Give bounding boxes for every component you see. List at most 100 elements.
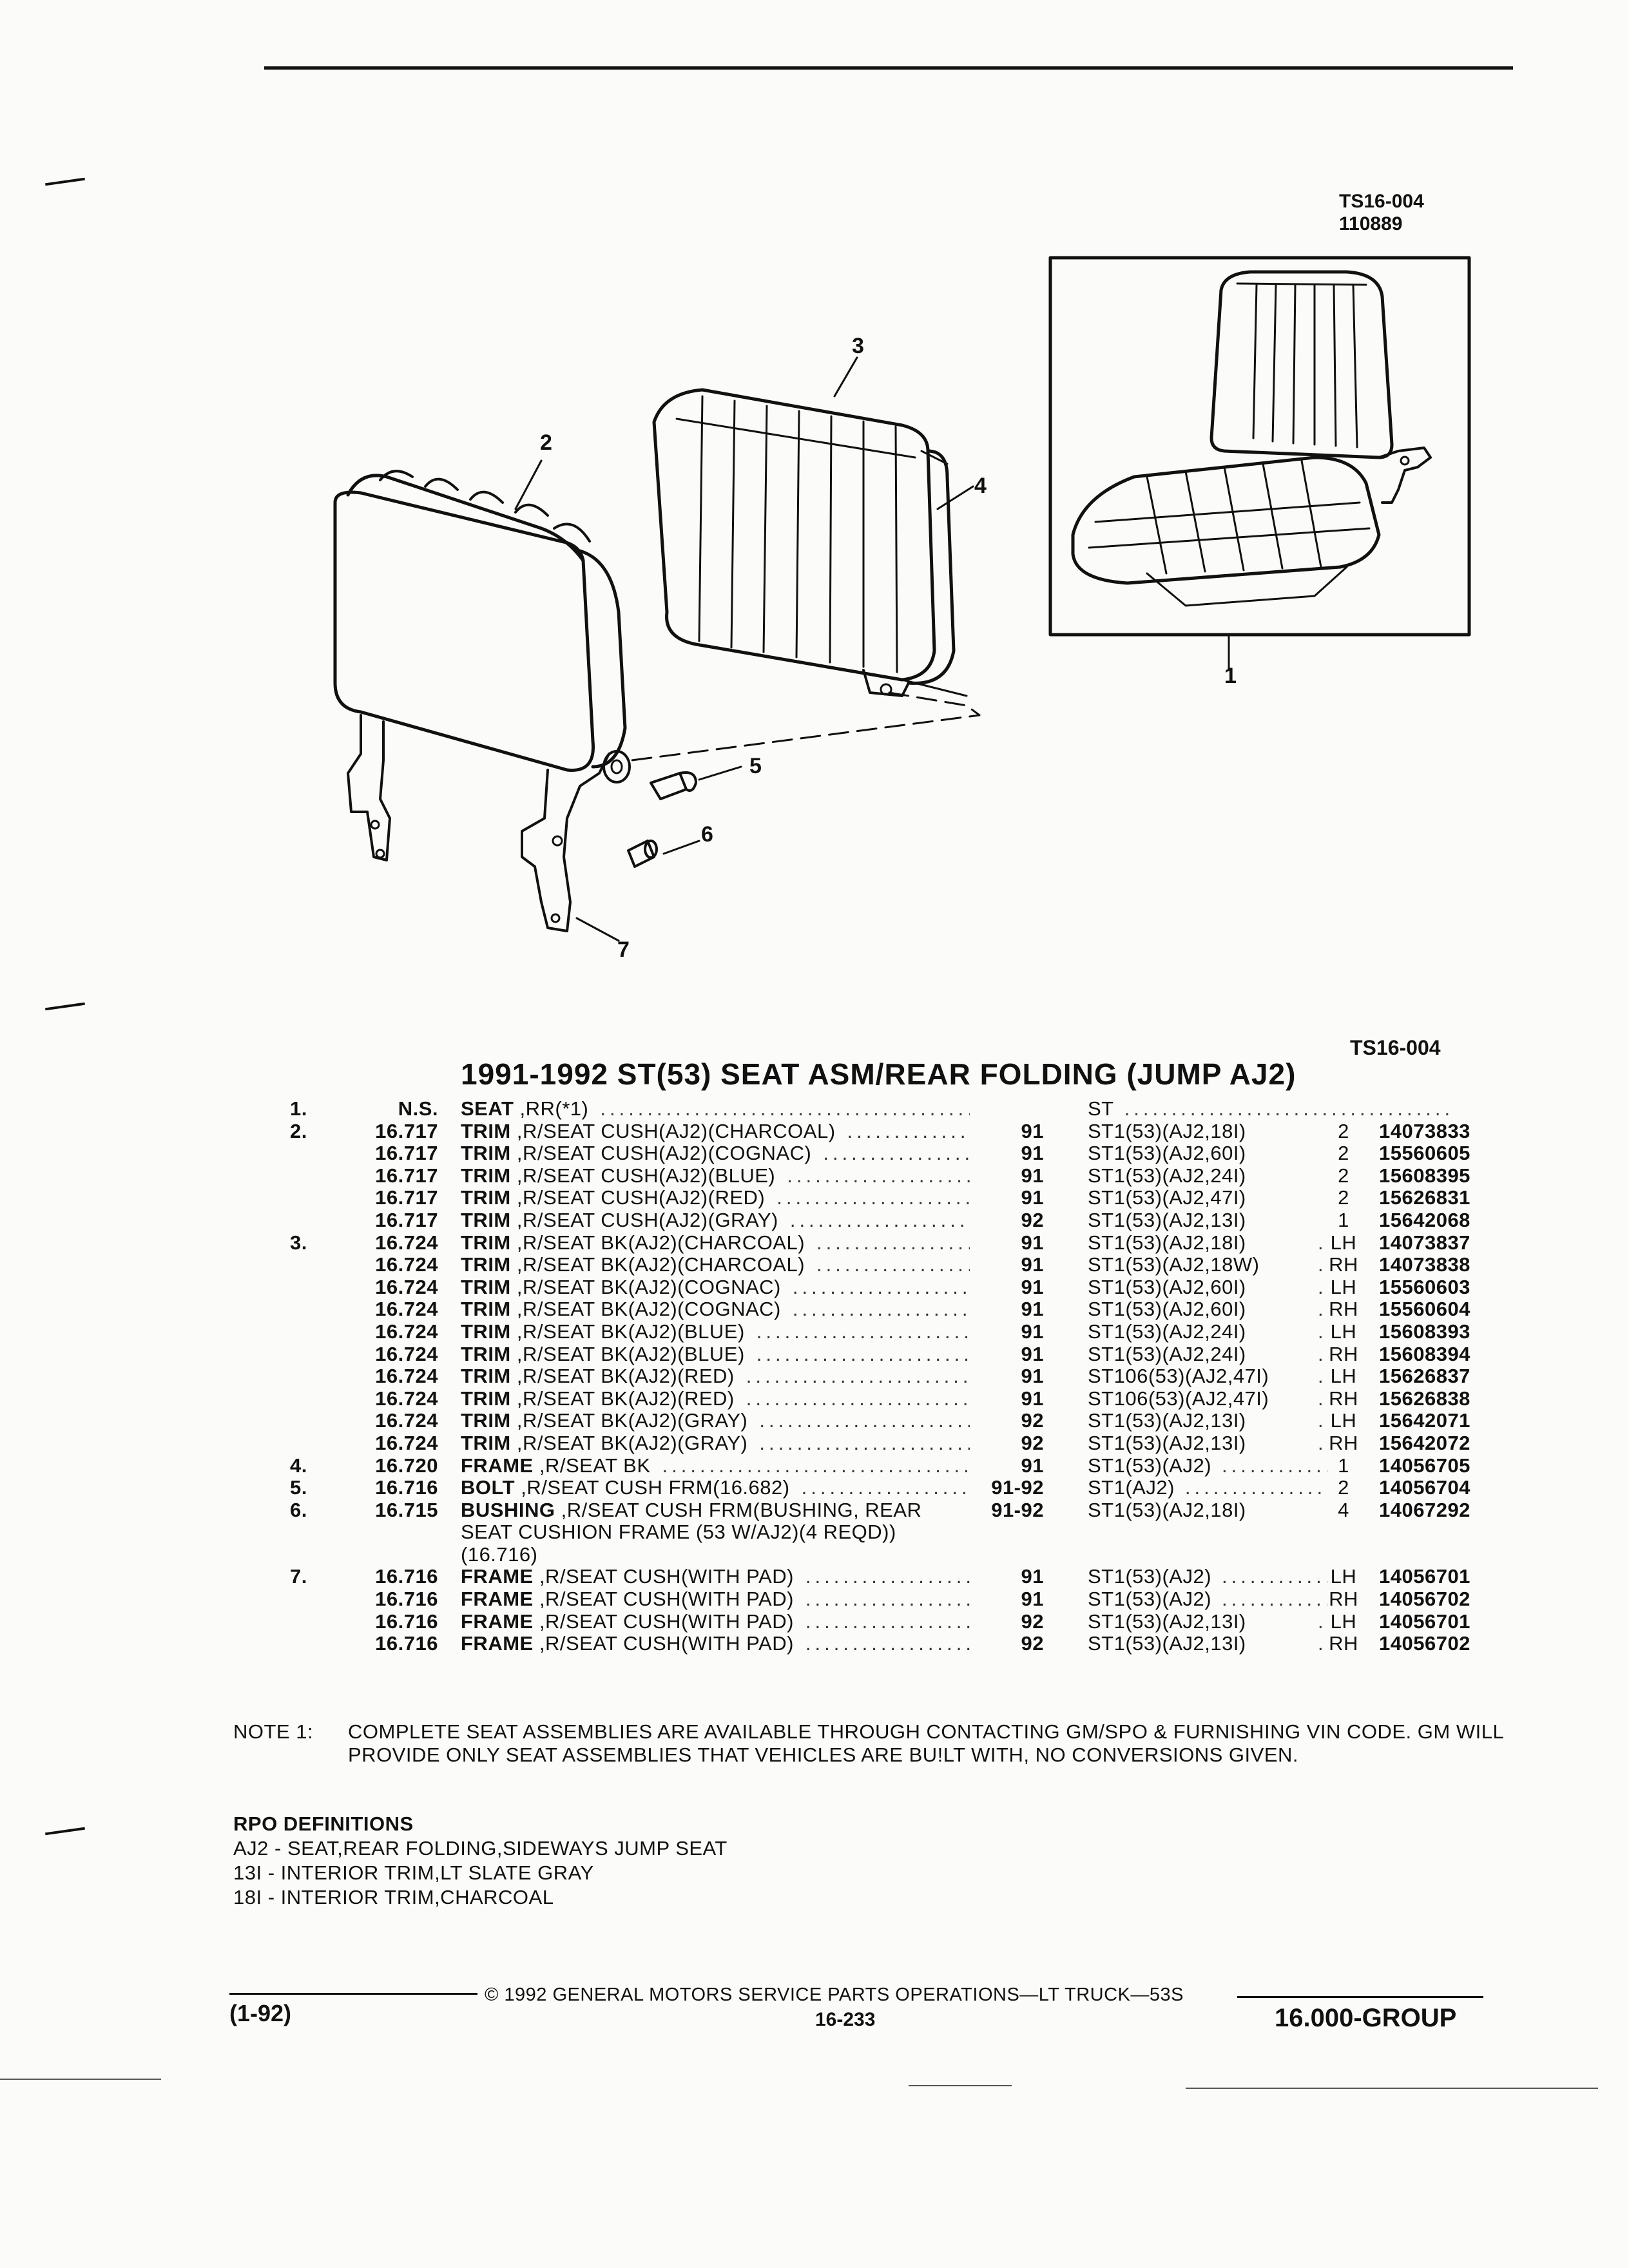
part-desc-text: ,R/SEAT BK(AJ2)(COGNAC) bbox=[516, 1298, 781, 1321]
leader-dots: ........................................… bbox=[756, 1343, 970, 1365]
model-code: ST1(53)(AJ2) bbox=[1088, 1454, 1212, 1477]
part-number: 15642071 bbox=[1379, 1409, 1470, 1432]
leader-dots: ........................................… bbox=[1184, 1477, 1327, 1499]
model-year: 91 bbox=[1021, 1387, 1044, 1410]
part-desc-text: ,RR(*1) bbox=[519, 1097, 589, 1120]
model-code: ST1(53)(AJ2,60I) bbox=[1088, 1298, 1246, 1321]
part-desc-text: ,R/SEAT CUSH(WITH PAD) bbox=[539, 1610, 794, 1633]
seat-back-left bbox=[309, 245, 503, 451]
item-number: 4. bbox=[290, 1454, 307, 1477]
quantity: LH bbox=[1330, 1610, 1357, 1633]
model-code: ST1(53)(AJ2,60I) bbox=[1088, 1275, 1246, 1298]
model-code: ST1(53)(AJ2) bbox=[1088, 1565, 1212, 1588]
parts-row: 3. 16.724 TRIM ,R/SEAT BK(AJ2)(CHARCOAL) 91… bbox=[290, 1231, 1501, 1254]
seat-illustration bbox=[309, 245, 1471, 942]
part-name: BOLT bbox=[461, 1476, 516, 1499]
footer-group: 16.000-GROUP bbox=[1275, 2004, 1457, 2032]
model-code: ST106(53)(AJ2,47I) bbox=[1088, 1387, 1269, 1410]
group-number: 16.717 bbox=[375, 1164, 438, 1187]
part-description: TRIM ,R/SEAT BK(AJ2)(BLUE) bbox=[461, 1320, 745, 1343]
model-year: 91 bbox=[1021, 1119, 1044, 1142]
part-name: TRIM bbox=[461, 1164, 511, 1187]
group-number: 16.717 bbox=[375, 1142, 438, 1165]
model-year: 91 bbox=[1021, 1231, 1044, 1254]
part-desc-text: ,R/SEAT CUSH(AJ2)(RED) bbox=[516, 1186, 766, 1209]
model-code: ST1(53)(AJ2,13I) bbox=[1088, 1632, 1246, 1655]
part-desc-text: ,R/SEAT BK(AJ2)(GRAY) bbox=[516, 1431, 748, 1454]
parts-list: 1.N.S.SEAT ,RR(*1)ST....................… bbox=[290, 1098, 1501, 1655]
part-desc-text: ,R/SEAT BK(AJ2)(COGNAC) bbox=[516, 1275, 781, 1298]
part-number: 15608393 bbox=[1379, 1320, 1470, 1343]
model-code: ST1(53)(AJ2,18W) bbox=[1088, 1253, 1260, 1276]
model-code: ST106(53)(AJ2,47I) bbox=[1088, 1365, 1269, 1388]
leader-dots: ........................................… bbox=[823, 1142, 970, 1165]
item-number: 7. bbox=[290, 1565, 307, 1588]
part-desc-text: ,R/SEAT CUSH FRM(BUSHING, REAR bbox=[561, 1498, 922, 1521]
part-description: TRIM ,R/SEAT CUSH(AJ2)(GRAY) bbox=[461, 1209, 778, 1231]
model-code: ST1(53)(AJ2,13I) bbox=[1088, 1208, 1246, 1231]
part-name: FRAME bbox=[461, 1454, 534, 1477]
part-description: TRIM ,R/SEAT BK(AJ2)(GRAY) bbox=[461, 1410, 747, 1432]
part-number: 15560604 bbox=[1379, 1298, 1470, 1321]
leader-dots: ........................................… bbox=[1222, 1588, 1327, 1611]
leader-dots: ........................................… bbox=[805, 1566, 970, 1588]
model-year: 91 bbox=[1021, 1365, 1044, 1388]
model-code: ST1(53)(AJ2,60I) bbox=[1088, 1142, 1246, 1165]
part-name: TRIM bbox=[461, 1253, 511, 1276]
group-number: 16.724 bbox=[375, 1231, 438, 1254]
part-number: 14056705 bbox=[1379, 1454, 1470, 1477]
part-description: TRIM ,R/SEAT BK(AJ2)(COGNAC) bbox=[461, 1298, 781, 1320]
leader-dots: . bbox=[1318, 1343, 1327, 1365]
model-code: ST1(53)(AJ2,18I) bbox=[1088, 1231, 1246, 1254]
model-code: ST1(53)(AJ2,13I) bbox=[1088, 1409, 1246, 1432]
model-year: 91-92 bbox=[991, 1476, 1044, 1499]
part-description: TRIM ,R/SEAT BK(AJ2)(RED) bbox=[461, 1365, 735, 1387]
part-desc-text: SEAT CUSHION FRAME (53 W/AJ2)(4 REQD)) bbox=[461, 1521, 896, 1544]
part-name: TRIM bbox=[461, 1342, 511, 1365]
part-name: TRIM bbox=[461, 1320, 511, 1343]
model-code: ST1(53)(AJ2,18I) bbox=[1088, 1498, 1246, 1521]
quantity: LH bbox=[1330, 1231, 1357, 1254]
callout-2: 2 bbox=[540, 430, 552, 455]
part-desc-text: ,R/SEAT CUSH(AJ2)(COGNAC) bbox=[516, 1142, 812, 1165]
part-description: TRIM ,R/SEAT BK(AJ2)(CHARCOAL) bbox=[461, 1231, 805, 1254]
item-number: 6. bbox=[290, 1498, 307, 1521]
part-number: 15560603 bbox=[1379, 1275, 1470, 1298]
part-number: 15560605 bbox=[1379, 1142, 1470, 1165]
leader-dots: ........................................… bbox=[805, 1633, 970, 1655]
top-rule bbox=[264, 66, 1513, 70]
leader-dots: ........................................… bbox=[759, 1410, 970, 1432]
model-year: 92 bbox=[1021, 1632, 1044, 1655]
part-description: TRIM ,R/SEAT BK(AJ2)(GRAY) bbox=[461, 1432, 747, 1454]
callout-4: 4 bbox=[974, 474, 987, 498]
quantity: 2 bbox=[1338, 1119, 1349, 1142]
part-name: TRIM bbox=[461, 1186, 511, 1209]
part-name: FRAME bbox=[461, 1588, 534, 1611]
part-name: TRIM bbox=[461, 1231, 511, 1254]
model-year: 91 bbox=[1021, 1342, 1044, 1365]
part-desc-text: ,R/SEAT CUSH(WITH PAD) bbox=[539, 1632, 794, 1655]
part-description: TRIM ,R/SEAT CUSH(AJ2)(COGNAC) bbox=[461, 1142, 811, 1164]
part-desc-text: ,R/SEAT CUSH(AJ2)(CHARCOAL) bbox=[516, 1119, 836, 1142]
part-name: FRAME bbox=[461, 1632, 534, 1655]
group-number: 16.716 bbox=[375, 1565, 438, 1588]
part-desc-text: ,R/SEAT CUSH(AJ2)(BLUE) bbox=[516, 1164, 776, 1187]
part-number: 15608395 bbox=[1379, 1164, 1470, 1187]
scan-mark bbox=[45, 1002, 85, 1011]
footer-revision: (1-92) bbox=[229, 2000, 292, 2026]
leader-dots: ........................................… bbox=[600, 1098, 970, 1120]
item-number: 3. bbox=[290, 1231, 307, 1254]
scan-mark bbox=[45, 1827, 85, 1836]
part-number: 15642072 bbox=[1379, 1431, 1470, 1454]
model-year: 91 bbox=[1021, 1565, 1044, 1588]
rpo-definitions: RPO DEFINITIONS AJ2 - SEAT,REAR FOLDING,… bbox=[233, 1812, 728, 1910]
